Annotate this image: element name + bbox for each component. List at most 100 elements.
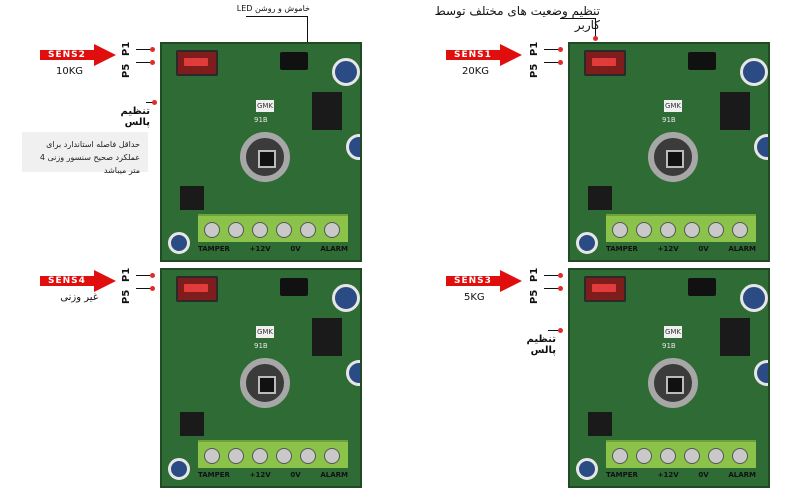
pulse-marker-right — [558, 328, 563, 333]
led-jumper — [688, 52, 716, 70]
sensor-weight: 10KG — [56, 66, 84, 77]
pin-line-p5 — [544, 62, 558, 63]
pin-label-p1: P1 — [529, 267, 540, 282]
pin-label-p1: P1 — [121, 41, 132, 56]
pin-marker-p1 — [558, 273, 563, 278]
sensor-arrow: SENS2 — [40, 44, 118, 66]
terminal-block — [606, 214, 756, 242]
ic-chip — [180, 412, 204, 436]
terminal-label: +12V — [249, 471, 271, 479]
pin-label-p5: P5 — [121, 289, 132, 304]
sensor-arrow: SENS3 — [446, 270, 524, 292]
ic-chip — [312, 318, 342, 356]
pin-label-p5: P5 — [529, 63, 540, 78]
pin-marker-p5 — [558, 286, 563, 291]
pin-marker-p1 — [558, 47, 563, 52]
pulse-annotation-left: تنظیم پالس — [120, 106, 150, 128]
capacitor — [168, 458, 190, 480]
terminal-label: TAMPER — [198, 471, 230, 479]
pin-line-p1 — [544, 275, 558, 276]
model-label: 91B — [254, 116, 268, 124]
capacitor — [346, 360, 360, 386]
sensor-id: SENS1 — [454, 50, 492, 60]
pin-marker-p5 — [150, 286, 155, 291]
ic-chip — [312, 92, 342, 130]
ic-chip — [180, 186, 204, 210]
terminal-label: +12V — [657, 245, 679, 253]
sensor-weight: غیر وزنی — [60, 292, 98, 303]
capacitor — [576, 232, 598, 254]
terminal-labels: TAMPER +12V 0V ALARM — [606, 468, 756, 482]
pin-label-p1: P1 — [529, 41, 540, 56]
capacitor — [740, 58, 768, 86]
pin-marker-p1 — [150, 273, 155, 278]
pin-label-p5: P5 — [529, 289, 540, 304]
terminal-label: 0V — [290, 245, 301, 253]
capacitor — [740, 284, 768, 312]
led-annotation-line-h — [246, 16, 308, 17]
pulse-line-right — [548, 330, 560, 331]
pin-line-p5 — [136, 288, 150, 289]
led-jumper — [280, 278, 308, 296]
pir-sensor — [648, 358, 698, 408]
sensor-id: SENS3 — [454, 276, 492, 286]
pcb-board-sens4: GMK 91B TAMPER +12V 0V ALARM — [160, 268, 362, 488]
terminal-block — [606, 440, 756, 468]
terminal-label: TAMPER — [606, 471, 638, 479]
terminal-label: ALARM — [728, 471, 756, 479]
pir-sensor — [240, 358, 290, 408]
pin-marker-p1 — [150, 47, 155, 52]
model-label: 91B — [254, 342, 268, 350]
sensor-weight: 20KG — [462, 66, 490, 77]
led-annotation: خاموش و روشن LED — [236, 4, 310, 13]
user-modes-line-h — [560, 18, 596, 19]
capacitor — [332, 58, 360, 86]
capacitor — [168, 232, 190, 254]
terminal-label: ALARM — [320, 471, 348, 479]
user-modes-annotation: تنظیم وضعیت های مختلف توسط کاربر — [434, 4, 600, 32]
capacitor — [754, 360, 768, 386]
led-annotation-line-v — [307, 16, 308, 44]
user-modes-marker — [593, 36, 598, 41]
capacitor — [332, 284, 360, 312]
pulse-line-left — [146, 102, 156, 103]
terminal-label: 0V — [290, 471, 301, 479]
brand-label: GMK — [256, 100, 274, 112]
model-label: 91B — [662, 342, 676, 350]
led-jumper — [280, 52, 308, 70]
pin-line-p1 — [544, 49, 558, 50]
terminal-label: ALARM — [728, 245, 756, 253]
terminal-block — [198, 440, 348, 468]
capacitor — [346, 134, 360, 160]
brand-label: GMK — [664, 100, 682, 112]
terminal-label: +12V — [249, 245, 271, 253]
pir-sensor — [240, 132, 290, 182]
ic-chip — [588, 186, 612, 210]
terminal-labels: TAMPER +12V 0V ALARM — [198, 468, 348, 482]
pin-label-p1: P1 — [121, 267, 132, 282]
pin-marker-p5 — [150, 60, 155, 65]
terminal-label: +12V — [657, 471, 679, 479]
ic-chip — [720, 92, 750, 130]
pin-header — [176, 276, 218, 302]
distance-note: حداقل فاصله استاندارد برای عملکرد صحیح س… — [22, 132, 148, 175]
sensor-id: SENS4 — [48, 276, 86, 286]
pulse-marker-left — [152, 100, 157, 105]
sensor-arrow: SENS1 — [446, 44, 524, 66]
sensor-arrow: SENS4 — [40, 270, 118, 292]
terminal-label: TAMPER — [198, 245, 230, 253]
terminal-labels: TAMPER +12V 0V ALARM — [198, 242, 348, 256]
sensor-weight: 5KG — [464, 292, 485, 303]
pin-line-p5 — [544, 288, 558, 289]
brand-label: GMK — [664, 326, 682, 338]
ic-chip — [720, 318, 750, 356]
pulse-annotation-right: تنظیم پالس — [526, 334, 556, 356]
ic-chip — [588, 412, 612, 436]
terminal-label: ALARM — [320, 245, 348, 253]
brand-label: GMK — [256, 326, 274, 338]
led-jumper — [688, 278, 716, 296]
sensor-id: SENS2 — [48, 50, 86, 60]
pcb-board-sens3: GMK 91B TAMPER +12V 0V ALARM — [568, 268, 770, 488]
pcb-board-sens1: GMK 91B TAMPER +12V 0V ALARM — [568, 42, 770, 262]
terminal-block — [198, 214, 348, 242]
